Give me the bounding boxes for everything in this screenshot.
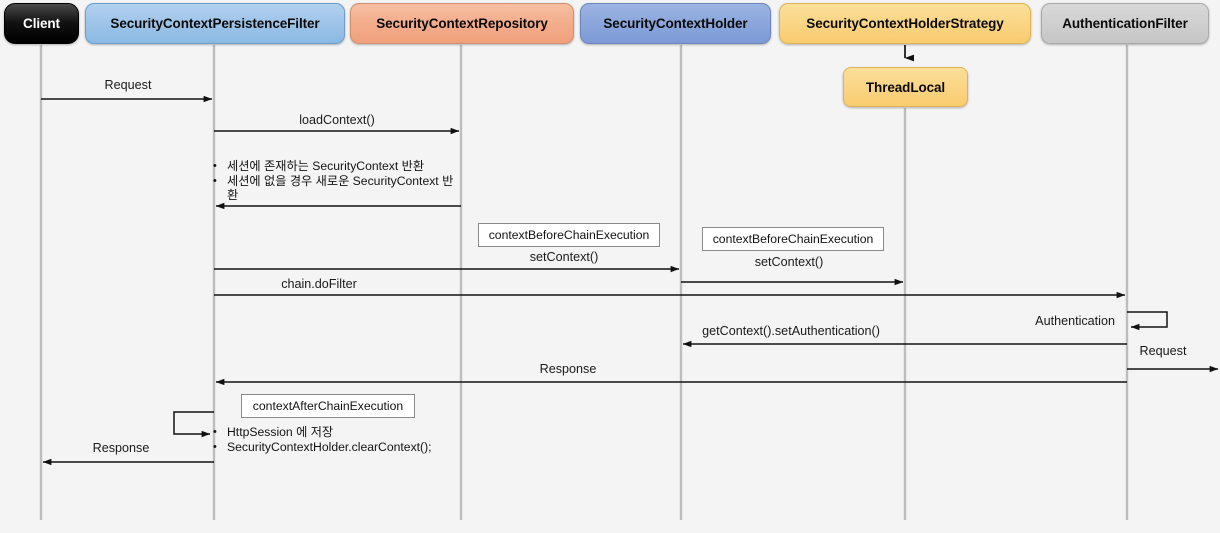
arrow-authentication-self	[1127, 311, 1168, 331]
message-label-loadcontext: loadContext()	[299, 113, 375, 127]
bullet-list-after-chain-actions: • HttpSession 에 저장 • SecurityContextHold…	[213, 425, 523, 454]
actor-security-context-persistence-filter[interactable]: SecurityContextPersistenceFilter	[85, 3, 345, 44]
message-label-setcontext-scpf-sch: setContext()	[529, 250, 599, 264]
message-label-response-scpf-client: Response	[92, 441, 150, 455]
actor-threadlocal[interactable]: ThreadLocal	[843, 67, 968, 107]
list-item: • HttpSession 에 저장	[213, 425, 334, 439]
note-context-after-chain-execution: contextAfterChainExecution	[241, 394, 415, 418]
list-item: • SecurityContextHolder.clearContext();	[213, 439, 432, 454]
actor-security-context-repository[interactable]: SecurityContextRepository	[350, 3, 574, 44]
note-context-before-chain-execution-holder: contextBeforeChainExecution	[702, 227, 884, 251]
bullet-dot-icon: •	[213, 426, 217, 438]
actor-security-context-holder-strategy[interactable]: SecurityContextHolderStrategy	[779, 3, 1031, 44]
message-label-request-out: Request	[1139, 344, 1187, 358]
lifelines	[39, 45, 1129, 520]
actor-client[interactable]: Client	[4, 3, 79, 44]
list-item: • 세션에 존재하는 SecurityContext 반환	[213, 159, 425, 173]
message-label-response-af-scpf: Response	[539, 362, 597, 376]
message-label-authentication: Authentication	[1035, 314, 1115, 328]
actor-authentication-filter[interactable]: AuthenticationFilter	[1041, 3, 1209, 44]
list-item: • 세션에 없을 경우 새로운 SecurityContext 반환	[213, 173, 454, 203]
message-label-getcontext-setauthentication: getContext().setAuthentication()	[702, 324, 880, 338]
bullet-dot-icon: •	[213, 160, 217, 172]
bullet-list-loadcontext-result: • 세션에 존재하는 SecurityContext 반환 • 세션에 없을 경…	[213, 159, 461, 203]
bullet-dot-icon: •	[213, 440, 217, 453]
message-label-chain-dofilter: chain.doFilter	[281, 277, 357, 291]
actor-security-context-holder[interactable]: SecurityContextHolder	[580, 3, 771, 44]
bullet-dot-icon: •	[213, 174, 217, 187]
message-label-setcontext-sch-schs: setContext()	[754, 255, 824, 269]
message-label-request-client: Request	[104, 78, 152, 92]
arrow-after-chain-self	[173, 411, 214, 438]
note-context-before-chain-execution-repository: contextBeforeChainExecution	[478, 223, 660, 247]
